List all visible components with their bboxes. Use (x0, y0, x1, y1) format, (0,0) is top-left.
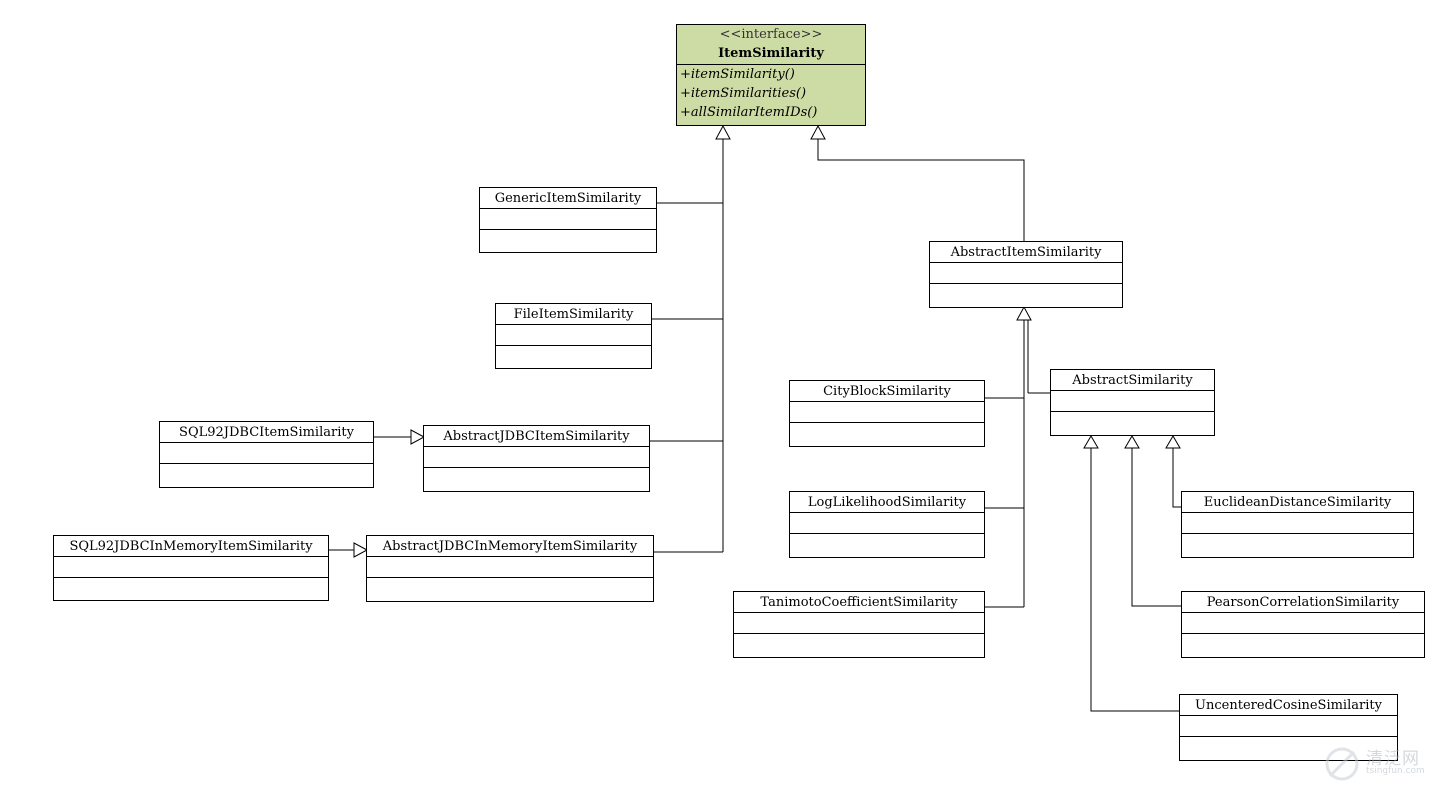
class-name: EuclideanDistanceSimilarity (1182, 492, 1413, 513)
class-abstract-jdbc-item-similarity: AbstractJDBCItemSimilarity (423, 425, 650, 492)
class-attributes (790, 402, 984, 423)
class-attributes (734, 613, 984, 634)
class-attributes (1180, 716, 1397, 737)
class-attributes (1182, 613, 1424, 634)
class-tanimoto-coefficient-similarity: TanimotoCoefficientSimilarity (733, 591, 985, 658)
class-pearson-correlation-similarity: PearsonCorrelationSimilarity (1181, 591, 1425, 658)
class-attributes (1182, 513, 1413, 534)
class-operations (496, 346, 651, 366)
class-operations (1182, 634, 1424, 654)
class-attributes (930, 263, 1122, 284)
class-name: SQL92JDBCInMemoryItemSimilarity (54, 536, 328, 557)
class-operations (424, 468, 649, 488)
class-operations (160, 464, 373, 484)
class-operations (734, 634, 984, 654)
class-name: AbstractJDBCItemSimilarity (424, 426, 649, 447)
class-attributes (424, 447, 649, 468)
interface-item-similarity: <<interface>> ItemSimilarity +itemSimila… (676, 24, 866, 126)
class-operations (54, 578, 328, 598)
class-name: AbstractSimilarity (1051, 370, 1214, 391)
class-abstract-similarity: AbstractSimilarity (1050, 369, 1215, 436)
class-attributes (496, 325, 651, 346)
class-generic-item-similarity: GenericItemSimilarity (479, 187, 657, 253)
class-attributes (54, 557, 328, 578)
interface-operation: +itemSimilarity() (680, 67, 795, 82)
class-file-item-similarity: FileItemSimilarity (495, 303, 652, 369)
class-attributes (480, 209, 656, 230)
class-euclidean-distance-similarity: EuclideanDistanceSimilarity (1181, 491, 1414, 558)
class-city-block-similarity: CityBlockSimilarity (789, 380, 985, 447)
class-name: GenericItemSimilarity (480, 188, 656, 209)
class-name: UncenteredCosineSimilarity (1180, 695, 1397, 716)
class-attributes (790, 513, 984, 534)
interface-operation: +itemSimilarities() (680, 86, 807, 101)
generalization-arrowheads (353, 124, 1181, 558)
class-abstract-item-similarity: AbstractItemSimilarity (929, 241, 1123, 308)
class-operations (790, 423, 984, 443)
class-uncentered-cosine-similarity: UncenteredCosineSimilarity (1179, 694, 1398, 761)
interface-stereotype: <<interface>> (719, 27, 823, 42)
class-operations (480, 230, 656, 250)
watermark: 清泛网 tsingfun.com (1322, 744, 1446, 784)
class-name: AbstractJDBCInMemoryItemSimilarity (367, 536, 653, 557)
class-name: TanimotoCoefficientSimilarity (734, 592, 984, 613)
class-sql92-jdbc-in-memory-item-similarity: SQL92JDBCInMemoryItemSimilarity (53, 535, 329, 601)
interface-operation: +allSimilarItemIDs() (680, 105, 818, 120)
class-operations (790, 534, 984, 554)
watermark-text: 清泛网 (1366, 749, 1420, 769)
class-name: CityBlockSimilarity (790, 381, 984, 402)
class-operations (367, 578, 653, 598)
class-attributes (160, 443, 373, 464)
watermark-logo-icon (1325, 747, 1359, 781)
class-sql92-jdbc-item-similarity: SQL92JDBCItemSimilarity (159, 421, 374, 488)
interface-name: ItemSimilarity (677, 44, 865, 65)
watermark-url: tsingfun.com (1366, 766, 1425, 776)
class-log-likelihood-similarity: LogLikelihoodSimilarity (789, 491, 985, 558)
class-operations (930, 284, 1122, 304)
class-operations (1182, 534, 1413, 554)
class-operations (1051, 412, 1214, 432)
class-name: PearsonCorrelationSimilarity (1182, 592, 1424, 613)
class-name: LogLikelihoodSimilarity (790, 492, 984, 513)
class-name: SQL92JDBCItemSimilarity (160, 422, 373, 443)
class-name: AbstractItemSimilarity (930, 242, 1122, 263)
class-abstract-jdbc-in-memory-item-similarity: AbstractJDBCInMemoryItemSimilarity (366, 535, 654, 602)
class-attributes (367, 557, 653, 578)
class-attributes (1051, 391, 1214, 412)
class-name: FileItemSimilarity (496, 304, 651, 325)
